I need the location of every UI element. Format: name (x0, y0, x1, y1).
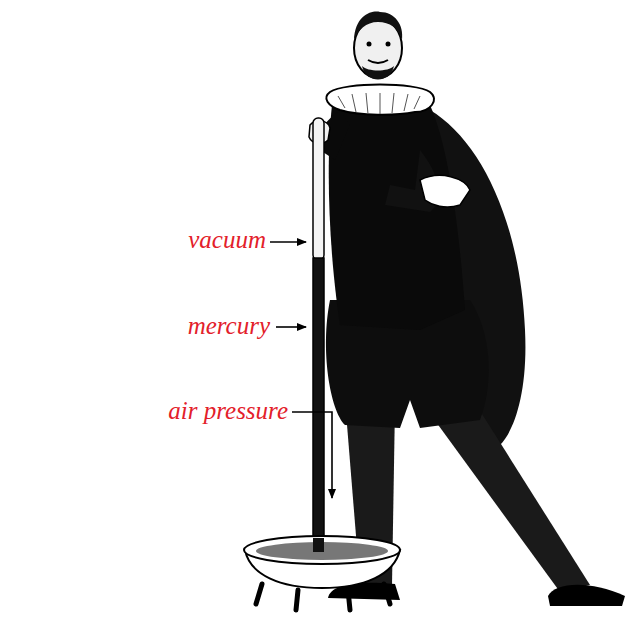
part-label: vacuum (188, 226, 266, 254)
part-label: air pressure (168, 397, 288, 425)
part-label: mercury (188, 312, 270, 340)
